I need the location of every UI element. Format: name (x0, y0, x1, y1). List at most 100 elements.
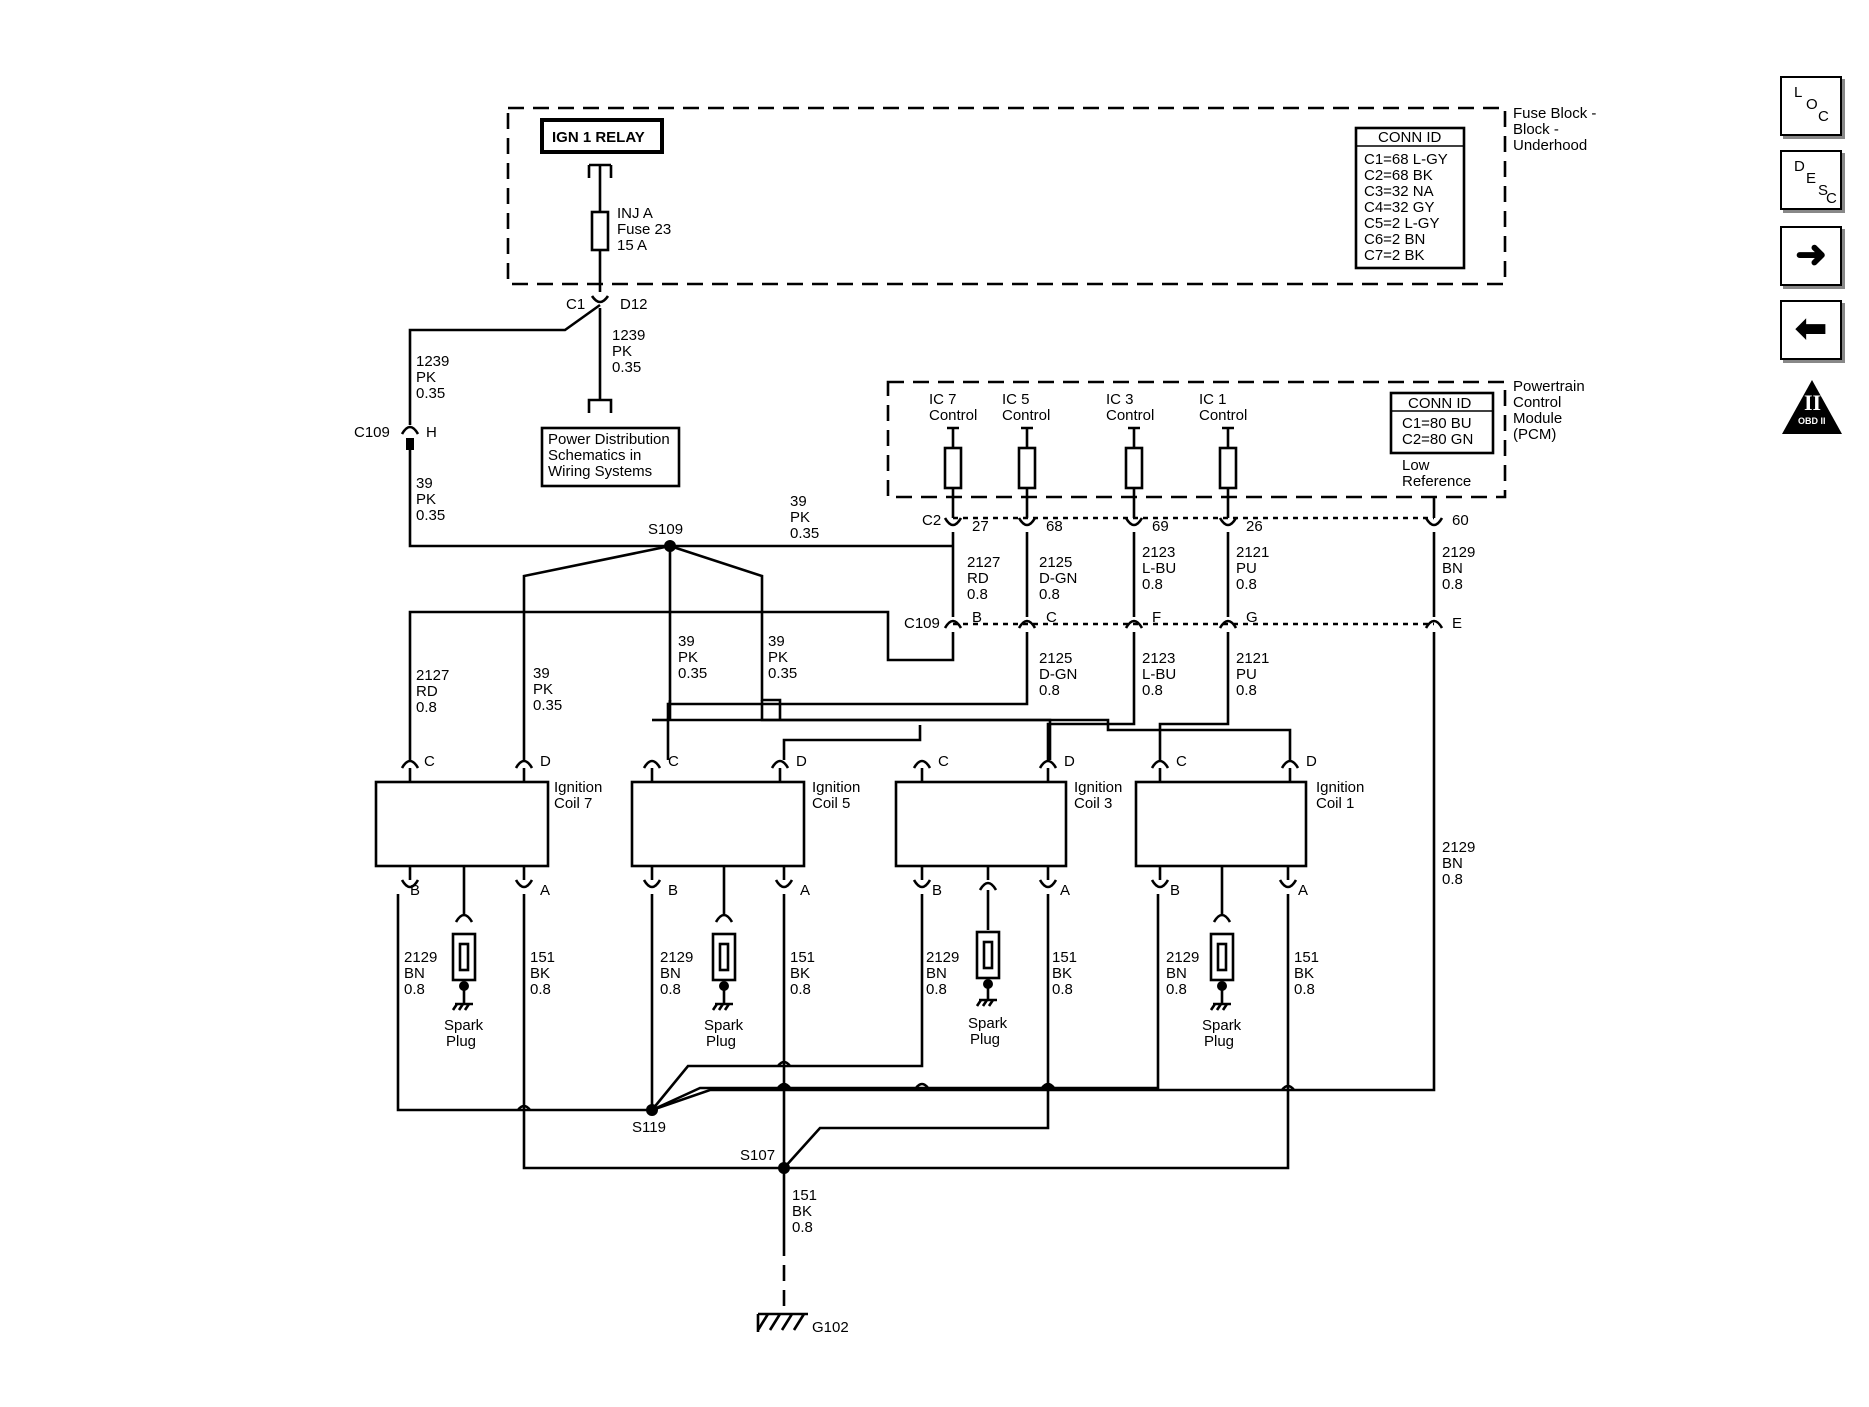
wire-1239-a-3: 0.35 (416, 385, 445, 402)
w39-c-2: PK (533, 681, 553, 698)
wire-1239-to-pdm (587, 308, 613, 413)
coil5-pin-a (774, 866, 794, 889)
wire-hops (516, 1060, 1296, 1111)
plug7-label-1: Spark (444, 1017, 484, 1034)
fuse-conn-2: C2=68 BK (1364, 167, 1433, 184)
w39-c-1: 39 (533, 665, 550, 682)
spark-plug-7 (451, 866, 477, 1011)
coil1-bk-1: 151 (1294, 949, 1319, 966)
w2121-top-2: PU (1236, 560, 1257, 577)
splice-s119 (646, 1104, 658, 1116)
coil1-bn-3: 0.8 (1166, 981, 1187, 998)
coil1-bn-2: BN (1166, 965, 1187, 982)
wire-39-a-2: PK (416, 491, 436, 508)
coil3-pin-a (1038, 866, 1058, 889)
wire-39-to-coil3-c (782, 725, 922, 760)
coil7-name-2: Coil 7 (554, 795, 592, 812)
c109-h-pin (406, 438, 414, 450)
obd-ii-button[interactable]: II OBD II (1780, 378, 1844, 436)
c2-pin-60 (1424, 517, 1444, 527)
pin-60-label: 60 (1452, 512, 1469, 529)
w2127-bot-1: 2127 (416, 667, 449, 684)
location-button[interactable]: L O C (1780, 76, 1842, 136)
fuse-conn-6: C6=2 BN (1364, 231, 1425, 248)
fuse-conn-4: C4=32 GY (1364, 199, 1434, 216)
ic7-label-1: IC 7 (929, 391, 957, 408)
pcm-low-ref-2: Reference (1402, 473, 1471, 490)
c109-pin-c (1017, 619, 1037, 629)
forward-button[interactable]: ➜ (1780, 226, 1842, 286)
w39-e-3: 0.35 (768, 665, 797, 682)
coil3-pin-c (912, 759, 932, 782)
bn-coil7-to-s119 (396, 894, 652, 1112)
spark-plug-1 (1209, 866, 1235, 1011)
ignition-coil-3 (894, 759, 1068, 889)
plug5-ground (711, 986, 733, 1011)
c2-label: C2 (922, 512, 941, 529)
description-button[interactable]: D E S C (1780, 150, 1842, 210)
pcm-conn-id-box (1389, 391, 1495, 455)
pdm-label-1: Power Distribution (548, 431, 670, 448)
coil7-bn-2: BN (404, 965, 425, 982)
w39-b-1: 39 (790, 493, 807, 510)
coil7-name-1: Ignition (554, 779, 602, 796)
coil1-pin-b-label: B (1170, 882, 1180, 899)
fuse-label-2: Fuse 23 (617, 221, 671, 238)
plug7-core (458, 942, 470, 972)
wire-2125-to-coil5 (666, 632, 1029, 760)
s107-label: S107 (740, 1147, 775, 1164)
power-distribution-box[interactable] (540, 426, 681, 488)
bn-right-to-s119 (651, 1088, 1288, 1112)
c109-pin-f (1124, 619, 1144, 629)
plug3-lead (978, 866, 998, 930)
obd-label: OBD II (1798, 416, 1826, 426)
w2123-top-2: L-BU (1142, 560, 1176, 577)
plug5-core (718, 942, 730, 972)
w2121-bot-2: PU (1236, 666, 1257, 683)
ic5-label-2: Control (1002, 407, 1050, 424)
wire-1239-b-1: 1239 (612, 327, 645, 344)
coil5-name-2: Coil 5 (812, 795, 850, 812)
ic1-driver-wire (1222, 426, 1234, 518)
coil5-pin-a-label: A (800, 882, 810, 899)
s109-branches (522, 544, 782, 760)
w2129-right-3: 0.8 (1442, 871, 1463, 888)
fuse-23-symbol (590, 210, 610, 252)
plug5-label-2: Plug (706, 1033, 736, 1050)
bk-coil7-to-s107 (522, 894, 784, 1170)
coil5-bk-1: 151 (790, 949, 815, 966)
plug1-label-2: Plug (1204, 1033, 1234, 1050)
w2125-top-1: 2125 (1039, 554, 1072, 571)
wire-1239-b-2: PK (612, 343, 632, 360)
w2123-bot-1: 2123 (1142, 650, 1175, 667)
coil5-bk-2: BK (790, 965, 810, 982)
w39-c-3: 0.35 (533, 697, 562, 714)
w2129-top-2: BN (1442, 560, 1463, 577)
loc-letter-l: L (1794, 84, 1803, 101)
w2121-bot-3: 0.8 (1236, 682, 1257, 699)
w2121-top-3: 0.8 (1236, 576, 1257, 593)
wire-1239-a-2: PK (416, 369, 436, 386)
coil3-name-2: Coil 3 (1074, 795, 1112, 812)
coil1-name-2: Coil 1 (1316, 795, 1354, 812)
wire-1239-a-1: 1239 (416, 353, 449, 370)
obd-num: II (1804, 390, 1822, 415)
w2125-bot-1: 2125 (1039, 650, 1072, 667)
coil5-name-1: Ignition (812, 779, 860, 796)
bk-coil1-to-s107 (784, 894, 1290, 1170)
wire-39-to-coil1-d (668, 700, 1292, 760)
bk-coil3-to-s107 (783, 894, 1050, 1169)
w2123-bot-3: 0.8 (1142, 682, 1163, 699)
back-button[interactable]: ⬅ (1780, 300, 1842, 360)
w2121-top-1: 2121 (1236, 544, 1269, 561)
plug7-label-2: Plug (446, 1033, 476, 1050)
ic7-label-2: Control (929, 407, 977, 424)
coil7-pin-d (514, 759, 534, 782)
coil3-bn-2: BN (926, 965, 947, 982)
spark-plug-5 (711, 866, 737, 1011)
fuse-conn-7: C7=2 BK (1364, 247, 1424, 264)
coil3-name-1: Ignition (1074, 779, 1122, 796)
pcm-label-3: Module (1513, 410, 1562, 427)
w2125-bot-2: D-GN (1039, 666, 1077, 683)
wire-39-a-1: 39 (416, 475, 433, 492)
